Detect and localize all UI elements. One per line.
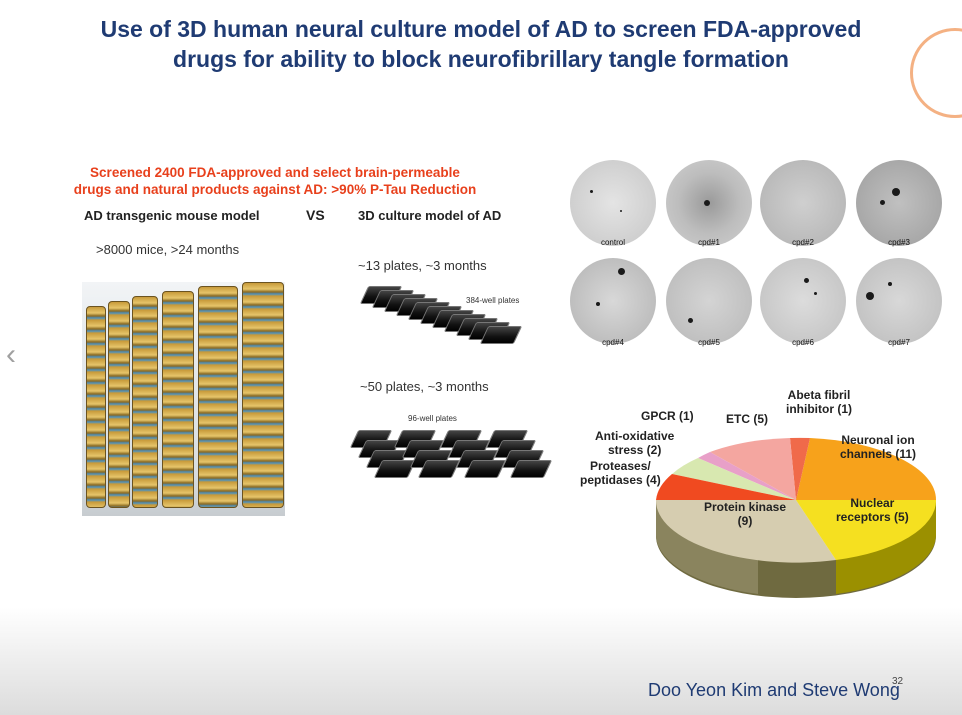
- tangle-spot: [596, 302, 600, 306]
- title-line-2: drugs for ability to block neurofibrilla…: [173, 46, 789, 72]
- author-credit: Doo Yeon Kim and Steve Wong: [648, 680, 900, 700]
- cage-rack: [162, 291, 194, 508]
- plate: [373, 460, 417, 478]
- prev-slide-chevron-icon[interactable]: ‹: [6, 338, 16, 371]
- well-image: [570, 160, 656, 246]
- screen-summary-line-2: drugs and natural products against AD: >…: [73, 182, 477, 197]
- pie-slice-abeta: [790, 437, 810, 500]
- label-kinase-line-2: (9): [737, 514, 753, 528]
- tangle-spot: [814, 292, 817, 295]
- slide-title: Use of 3D human neural culture model of …: [0, 14, 962, 74]
- well-label: cpd#7: [888, 338, 910, 347]
- plates96-label: 96-well plates: [408, 414, 457, 423]
- label-antiox-line-2: stress (2): [607, 443, 662, 457]
- well-label: cpd#4: [602, 338, 624, 347]
- plates384-stats: ~13 plates, ~3 months: [358, 258, 487, 273]
- label-protease-line-2: peptidases (4): [580, 473, 661, 487]
- well-label: control: [600, 238, 625, 247]
- pie-slice-nuclear-receptors: [796, 500, 937, 560]
- cage-rack: [108, 301, 130, 508]
- pie-slice-proteases: [656, 474, 796, 500]
- label-nuclear: Nuclear receptors (5): [836, 496, 909, 524]
- plate: [417, 460, 461, 478]
- tangle-spot: [618, 268, 625, 275]
- label-neuronal-line-2: channels (11): [840, 447, 917, 461]
- tangle-spot: [620, 210, 622, 212]
- plates96-stats: ~50 plates, ~3 months: [360, 379, 489, 394]
- plate: [509, 460, 553, 478]
- plate: [463, 460, 507, 478]
- plates-96-illustration: [348, 428, 553, 492]
- well-image: [856, 160, 942, 246]
- well-label: cpd#2: [792, 238, 814, 247]
- target-class-pie-chart: [655, 437, 937, 598]
- label-anti-oxidative: Anti-oxidative stress (2): [595, 429, 674, 457]
- vs-label: VS: [306, 207, 325, 223]
- label-neuronal-ion: Neuronal ion channels (11): [840, 433, 916, 461]
- well-image: [666, 258, 752, 344]
- label-proteases: Proteases/ peptidases (4): [580, 459, 661, 487]
- pie-slice-etc: [710, 438, 796, 500]
- tangle-spot: [688, 318, 693, 323]
- screen-summary: Screened 2400 FDA-approved and select br…: [20, 164, 530, 198]
- label-protein-kinase: Protein kinase (9): [704, 500, 786, 528]
- well-image: [570, 258, 656, 344]
- cage-rack: [132, 296, 158, 508]
- label-antiox-line-1: Anti-oxidative: [595, 429, 675, 443]
- label-protease-line-1: Proteases/: [590, 459, 651, 473]
- page-number: 32: [892, 676, 904, 687]
- cage-rack: [198, 286, 238, 508]
- label-abeta-line-2: inhibitor (1): [786, 402, 852, 416]
- well-image: [760, 258, 846, 344]
- tangle-spot: [892, 188, 900, 196]
- label-nuclear-line-1: Nuclear: [850, 496, 895, 510]
- label-abeta: Abeta fibril inhibitor (1): [786, 388, 852, 416]
- well-image: [760, 160, 846, 246]
- pie-slice-gpcr: [698, 452, 796, 500]
- well-image: [666, 160, 752, 246]
- culture-model-heading: 3D culture model of AD: [358, 208, 502, 223]
- microscopy-well-grid: control cpd#1 cpd#2 cpd#3 cpd#4 cpd#5 cp…: [568, 158, 952, 354]
- pie-slice-anti-oxidative: [672, 458, 796, 500]
- well-image: [856, 258, 942, 344]
- mouse-stats: >8000 mice, >24 months: [96, 242, 240, 257]
- tangle-spot: [704, 200, 710, 206]
- screen-summary-line-1: Screened 2400 FDA-approved and select br…: [90, 165, 460, 180]
- title-line-1: Use of 3D human neural culture model of …: [100, 16, 862, 42]
- cage-rack: [86, 306, 106, 508]
- mouse-facility-photo: [82, 282, 285, 516]
- well-label: cpd#6: [792, 338, 814, 347]
- tangle-spot: [590, 190, 593, 193]
- plate: [479, 326, 523, 344]
- pie-slice-neuronal-ion-channels: [796, 438, 937, 500]
- label-neuronal-line-1: Neuronal ion: [841, 433, 915, 447]
- well-label: cpd#3: [888, 238, 910, 247]
- label-gpcr: GPCR (1): [641, 409, 694, 423]
- cage-rack: [242, 282, 284, 508]
- label-etc: ETC (5): [726, 412, 768, 426]
- pie-slice-protein-kinase: [655, 500, 836, 563]
- label-abeta-line-1: Abeta fibril: [787, 388, 851, 402]
- mouse-model-heading: AD transgenic mouse model: [84, 208, 260, 223]
- label-nuclear-line-2: receptors (5): [836, 510, 909, 524]
- tangle-spot: [866, 292, 874, 300]
- well-label: cpd#1: [698, 238, 720, 247]
- plates-384-illustration: [359, 284, 523, 346]
- tangle-spot: [804, 278, 809, 283]
- plates384-label: 384-well plates: [466, 296, 520, 305]
- label-kinase-line-1: Protein kinase: [704, 500, 787, 514]
- well-label: cpd#5: [698, 338, 720, 347]
- tangle-spot: [880, 200, 885, 205]
- tangle-spot: [888, 282, 892, 286]
